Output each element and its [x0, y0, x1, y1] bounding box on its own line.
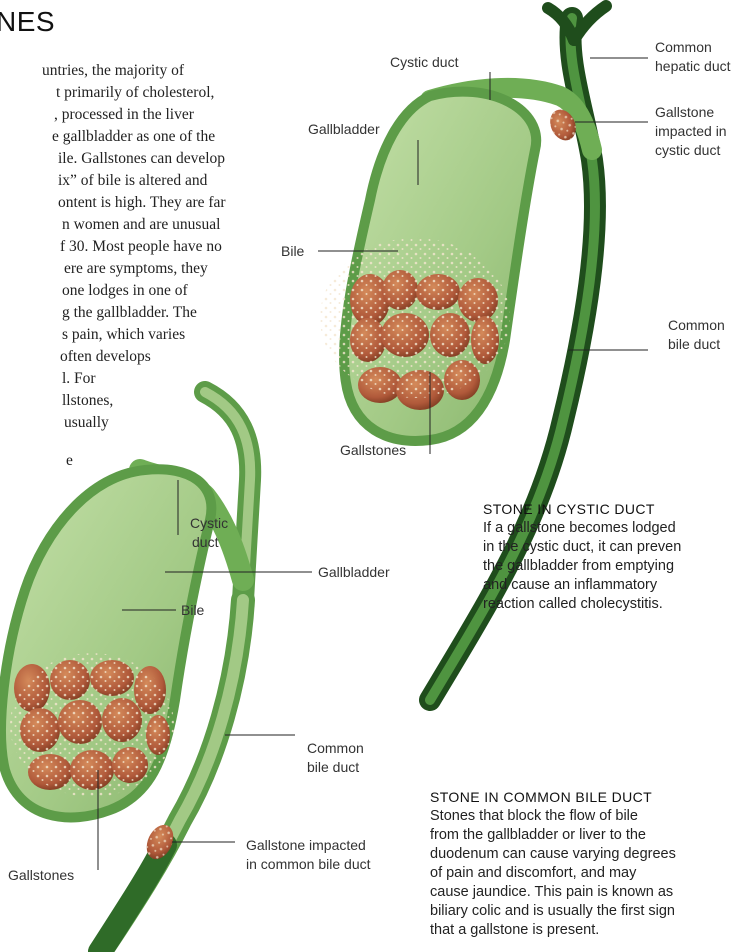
top-label-cystic-duct: Cystic duct	[390, 54, 459, 70]
caption-cystic-duct-heading: STONE IN CYSTIC DUCT	[483, 501, 755, 517]
bottom-label-cystic-duct-1: Cystic	[190, 515, 228, 531]
bottom-figure: Cystic duct Gallbladder Bile Common bile…	[1, 392, 390, 952]
caption-cystic-duct-text: If a gallstone becomes lodged in the cys…	[483, 519, 755, 614]
top-label-gallstone-impacted-2: impacted in	[655, 123, 727, 139]
top-label-gallbladder: Gallbladder	[308, 121, 380, 137]
top-label-common-bile-duct-2: bile duct	[668, 336, 720, 352]
bottom-label-gallbladder: Gallbladder	[318, 564, 390, 580]
caption-line: in the cystic duct, it can preven	[483, 539, 681, 555]
bottom-gallstones	[10, 653, 174, 797]
bottom-label-cystic-duct-2: duct	[192, 534, 219, 550]
caption-line: biliary colic and is usually the first s…	[430, 903, 675, 919]
caption-line: and cause an inflammatory	[483, 577, 657, 593]
caption-line: cause jaundice. This pain is known as	[430, 884, 673, 900]
bottom-label-common-bile-duct-2: bile duct	[307, 759, 359, 775]
bottom-label-gallstone-impacted-2: in common bile duct	[246, 856, 371, 872]
bottom-label-common-bile-duct-1: Common	[307, 740, 364, 756]
caption-line: that a gallstone is present.	[430, 922, 599, 938]
caption-line: from the gallbladder or liver to the	[430, 827, 646, 843]
caption-line: If a gallstone becomes lodged	[483, 520, 676, 536]
caption-line: the gallbladder from emptying	[483, 558, 674, 574]
caption-common-bile-duct: STONE IN COMMON BILE DUCT Stones that bl…	[430, 789, 755, 940]
top-label-gallstone-impacted-3: cystic duct	[655, 142, 720, 158]
top-label-gallstones: Gallstones	[340, 442, 406, 458]
caption-cystic-duct: STONE IN CYSTIC DUCT If a gallstone beco…	[483, 501, 755, 614]
bottom-label-gallstone-impacted-1: Gallstone impacted	[246, 837, 366, 853]
top-label-bile: Bile	[281, 243, 305, 259]
top-label-common-bile-duct-1: Common	[668, 317, 725, 333]
caption-common-bile-duct-text: Stones that block the flow of bile from …	[430, 807, 755, 940]
caption-common-bile-duct-heading: STONE IN COMMON BILE DUCT	[430, 789, 755, 805]
caption-line: Stones that block the flow of bile	[430, 808, 638, 824]
top-label-common-hepatic-duct-2: hepatic duct	[655, 58, 731, 74]
caption-line: duodenum can cause varying degrees	[430, 846, 676, 862]
caption-line: of pain and discomfort, and may	[430, 865, 636, 881]
bottom-label-gallstones: Gallstones	[8, 867, 74, 883]
top-label-common-hepatic-duct-1: Common	[655, 39, 712, 55]
caption-line: reaction called cholecystitis.	[483, 596, 663, 612]
bottom-label-bile: Bile	[181, 602, 205, 618]
top-label-gallstone-impacted-1: Gallstone	[655, 104, 714, 120]
